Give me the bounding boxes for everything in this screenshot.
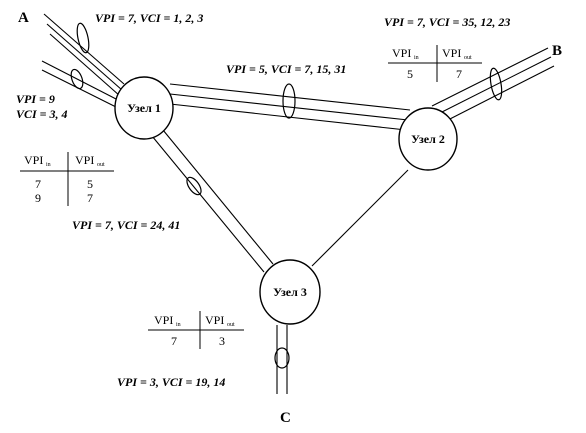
table-header-vpi-in: VPI (154, 313, 173, 327)
label-node3-c: VPI = 3, VCI = 19, 14 (117, 375, 225, 389)
link-node3-c (274, 325, 290, 394)
table-header-vpi-out: VPI (75, 153, 94, 167)
vpi-table-node2: VPI in VPI out 5 7 (388, 45, 482, 82)
vp-bundle-ellipse (76, 22, 90, 54)
vp-bundle-ellipse (186, 176, 202, 196)
table-header-sub-out: out (97, 162, 105, 168)
table-header-vpi-in: VPI (24, 153, 43, 167)
label-a-lower-vci: VCI = 3, 4 (16, 107, 68, 121)
node-2-label: Узел 2 (411, 132, 445, 146)
link-node2-b (431, 47, 555, 123)
table-header-vpi-out: VPI (205, 313, 224, 327)
table-header-vpi-in: VPI (392, 46, 411, 60)
endpoint-a: A (18, 10, 29, 26)
endpoint-c: C (280, 410, 291, 426)
table-cell: 5 (87, 177, 93, 191)
label-a-lower-vpi: VPI = 9 (16, 92, 55, 106)
label-node1-node3: VPI = 7, VCI = 24, 41 (72, 218, 180, 232)
table-cell: 7 (456, 67, 462, 81)
table-cell: 7 (35, 177, 41, 191)
table-cell: 7 (87, 191, 93, 205)
label-node1-node2: VPI = 5, VCI = 7, 15, 31 (226, 62, 346, 76)
link-node2-node3 (311, 169, 409, 267)
node-3-label: Узел 3 (273, 285, 307, 299)
table-cell: 9 (35, 191, 41, 205)
vp-bundle-ellipse (274, 347, 290, 369)
vpi-table-node1: VPI in VPI out 7 5 9 7 (20, 152, 114, 206)
table-header-sub-in: in (414, 55, 419, 61)
link-node1-node3 (151, 129, 274, 273)
node-2: Узел 2 (398, 107, 458, 171)
table-cell: 5 (407, 67, 413, 81)
node-1-label: Узел 1 (127, 101, 161, 115)
link-a-lower (41, 60, 119, 109)
link-node1-node2 (169, 83, 411, 131)
label-a-upper: VPI = 7, VCI = 1, 2, 3 (95, 11, 203, 25)
node-1: Узел 1 (114, 76, 174, 140)
label-b: VPI = 7, VCI = 35, 12, 23 (384, 15, 510, 29)
vp-bundle-ellipse (489, 67, 503, 101)
vp-bundle-ellipse (282, 83, 296, 119)
endpoint-b: B (552, 43, 562, 59)
table-header-sub-in: in (176, 322, 181, 328)
vp-bundle-ellipse (70, 68, 84, 90)
table-header-sub-out: out (464, 55, 472, 61)
vpi-table-node3: VPI in VPI out 7 3 (148, 311, 244, 349)
table-header-sub-out: out (227, 322, 235, 328)
table-cell: 3 (219, 334, 225, 348)
table-header-vpi-out: VPI (442, 46, 461, 60)
node-3: Узел 3 (259, 259, 321, 325)
table-cell: 7 (171, 334, 177, 348)
table-header-sub-in: in (46, 162, 51, 168)
link-a-upper (43, 13, 125, 97)
